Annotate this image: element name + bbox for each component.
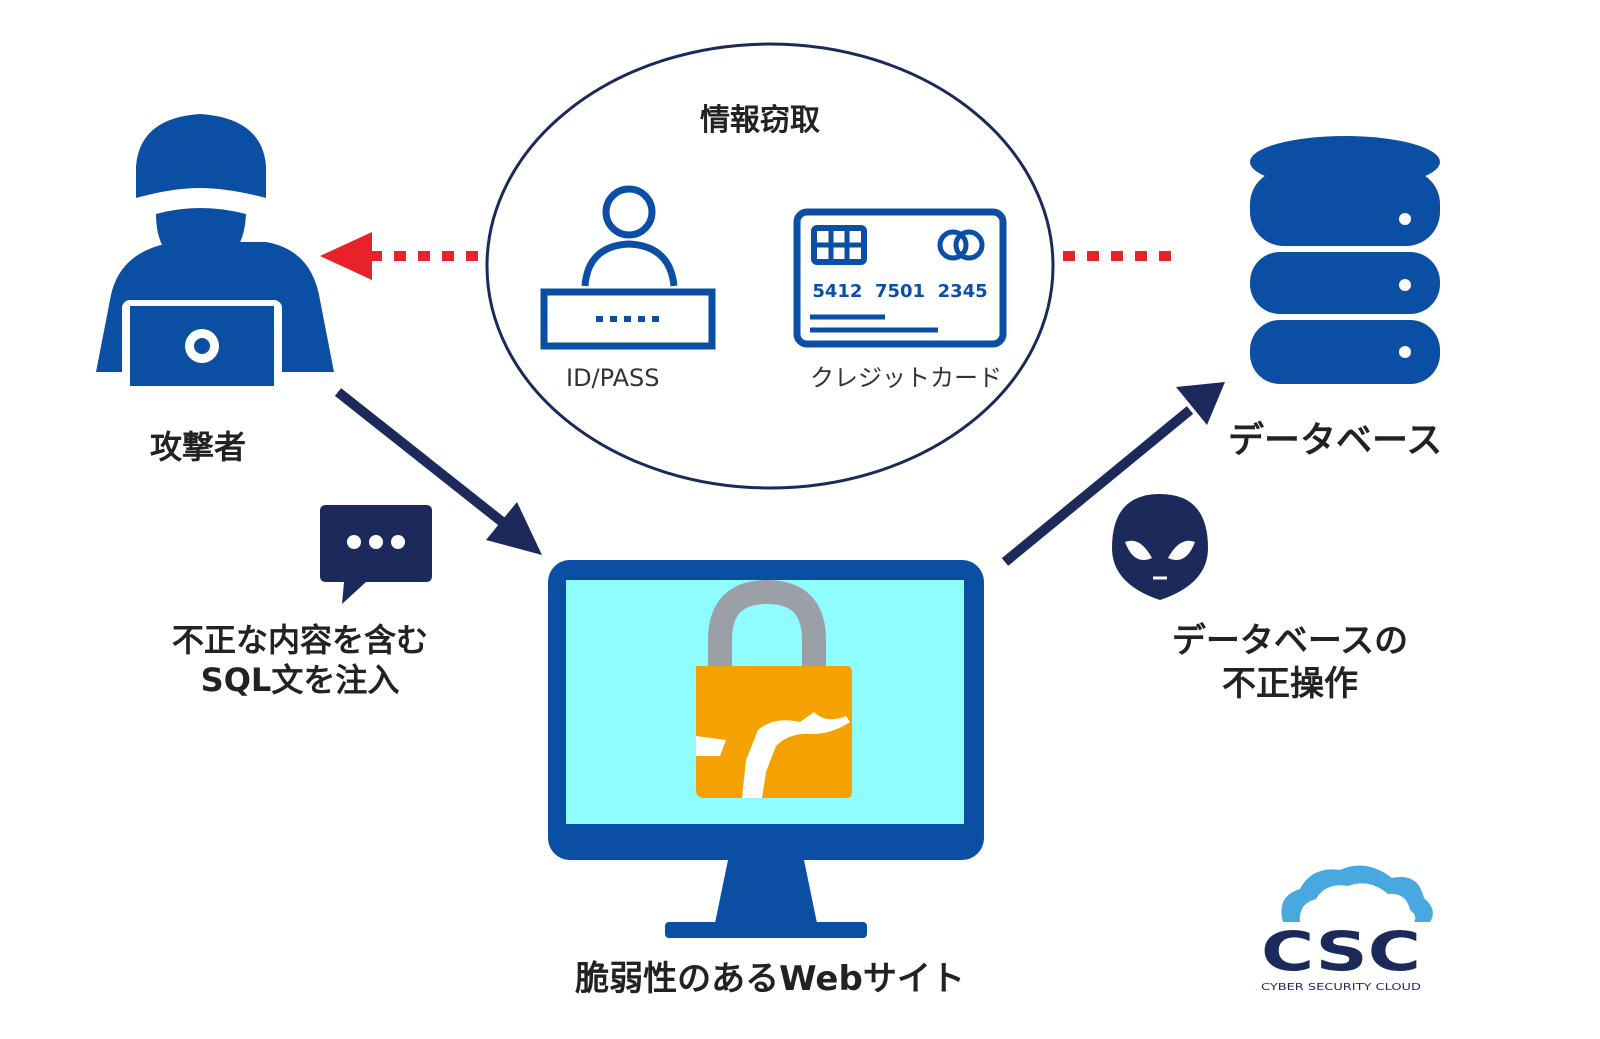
website-label: 脆弱性のあるWebサイト [575,959,965,999]
injection-label-line1: 不正な内容を含む [171,621,428,659]
database-icon [1250,136,1440,384]
credit-card-icon [793,208,1007,348]
csc-logo: CSC CYBER SECURITY CLOUD [1261,865,1433,993]
db-manip-label-line2: 不正操作 [1222,663,1358,704]
db-manip-label-line1: データベースの [1171,621,1409,661]
info-theft-label: 情報窃取 [700,103,820,138]
card-number: 5412 7501 2345 [812,281,987,302]
hacker-icon [96,114,334,390]
attacker-label: 攻撃者 [150,428,247,466]
alien-icon [1112,494,1208,600]
logo-text: CSC [1261,920,1421,983]
broken-lock-icon [696,579,852,798]
logo-subtext: CYBER SECURITY CLOUD [1261,982,1421,993]
info-theft-ellipse [485,42,1055,490]
id-pass-label: ID/PASS [566,364,660,392]
user-login-icon [540,185,716,350]
database-label: データベース [1228,420,1443,461]
db-arrow [1001,382,1225,566]
credit-card-label: クレジットカード [810,364,1002,392]
inject-arrow [334,388,542,555]
injection-label: 不正な内容を含む SQL文を注入 [150,620,450,700]
theft-arrow-left [320,232,478,280]
injection-label-line2: SQL文を注入 [200,661,400,699]
db-manip-label: データベースの 不正操作 [1140,620,1440,705]
chat-bubble-icon [320,505,432,604]
